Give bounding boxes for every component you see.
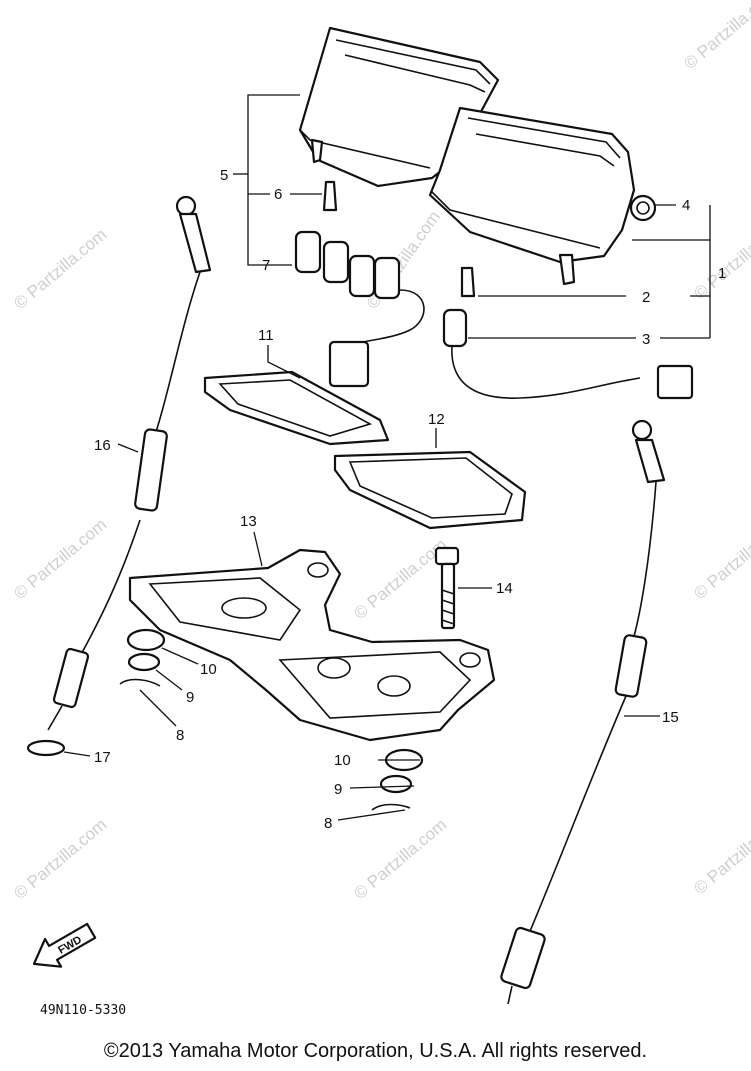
watermark: © Partzilla.com: [350, 815, 450, 903]
gasket-12: [333, 450, 527, 530]
watermark: © Partzilla.com: [690, 810, 751, 898]
bulb-6: [322, 180, 338, 212]
socket-cords: [294, 230, 425, 388]
callout-7: 7: [262, 257, 270, 274]
socket-cord-3: [442, 308, 694, 400]
watermark: © Partzilla.com: [690, 215, 751, 303]
cable-15: [500, 419, 666, 1005]
callout-17: 17: [94, 749, 111, 766]
leader-lines: [63, 94, 711, 821]
watermark: © Partzilla.com: [363, 208, 444, 313]
bulb-2: [460, 266, 476, 298]
watermark: © Partzilla.com: [350, 535, 450, 623]
copyright-notice: ©2013 Yamaha Motor Corporation, U.S.A. A…: [103, 1040, 648, 1062]
watermark: © Partzilla.com: [690, 515, 751, 603]
callout-13: 13: [240, 513, 257, 530]
callout-6: 6: [274, 186, 282, 203]
callout-2: 2: [642, 289, 650, 306]
callout-1: 1: [718, 265, 726, 282]
callout-3: 3: [642, 331, 650, 348]
diagram-code: 49N110-5330: [40, 1003, 126, 1018]
callout-11: 11: [258, 327, 274, 344]
callout-15: 15: [662, 709, 679, 726]
watermark: © Partzilla.com: [10, 225, 110, 313]
callout-10: 10: [334, 752, 351, 769]
callout-9: 9: [186, 689, 194, 706]
callout-12: 12: [428, 411, 445, 428]
watermark: © Partzilla.com: [10, 815, 110, 903]
cable-16: [47, 195, 212, 731]
callout-16: 16: [94, 437, 111, 454]
callout-5: 5: [220, 167, 228, 184]
forward-arrow-icon: FWD: [32, 922, 97, 968]
meter-housing-right: [428, 106, 657, 286]
bolt-14: [434, 546, 460, 630]
meter-bracket: [128, 548, 496, 742]
callout-numbers: 1 2 3 4 5 6 7 8 8 9 9 10 10 11 12 13 14 …: [94, 167, 726, 832]
mount-hardware-left: [119, 628, 166, 687]
callout-14: 14: [496, 580, 513, 597]
gasket-11: [203, 370, 390, 446]
callout-9: 9: [334, 781, 342, 798]
callout-8: 8: [324, 815, 332, 832]
o-ring-17: [26, 739, 66, 757]
callout-8: 8: [176, 727, 184, 744]
watermark: © Partzilla.com: [680, 0, 751, 73]
mount-hardware-lower: [371, 748, 424, 811]
trip-knob: [629, 194, 657, 222]
watermark: © Partzilla.com: [10, 515, 110, 603]
callout-4: 4: [682, 197, 690, 214]
callout-10: 10: [200, 661, 217, 678]
